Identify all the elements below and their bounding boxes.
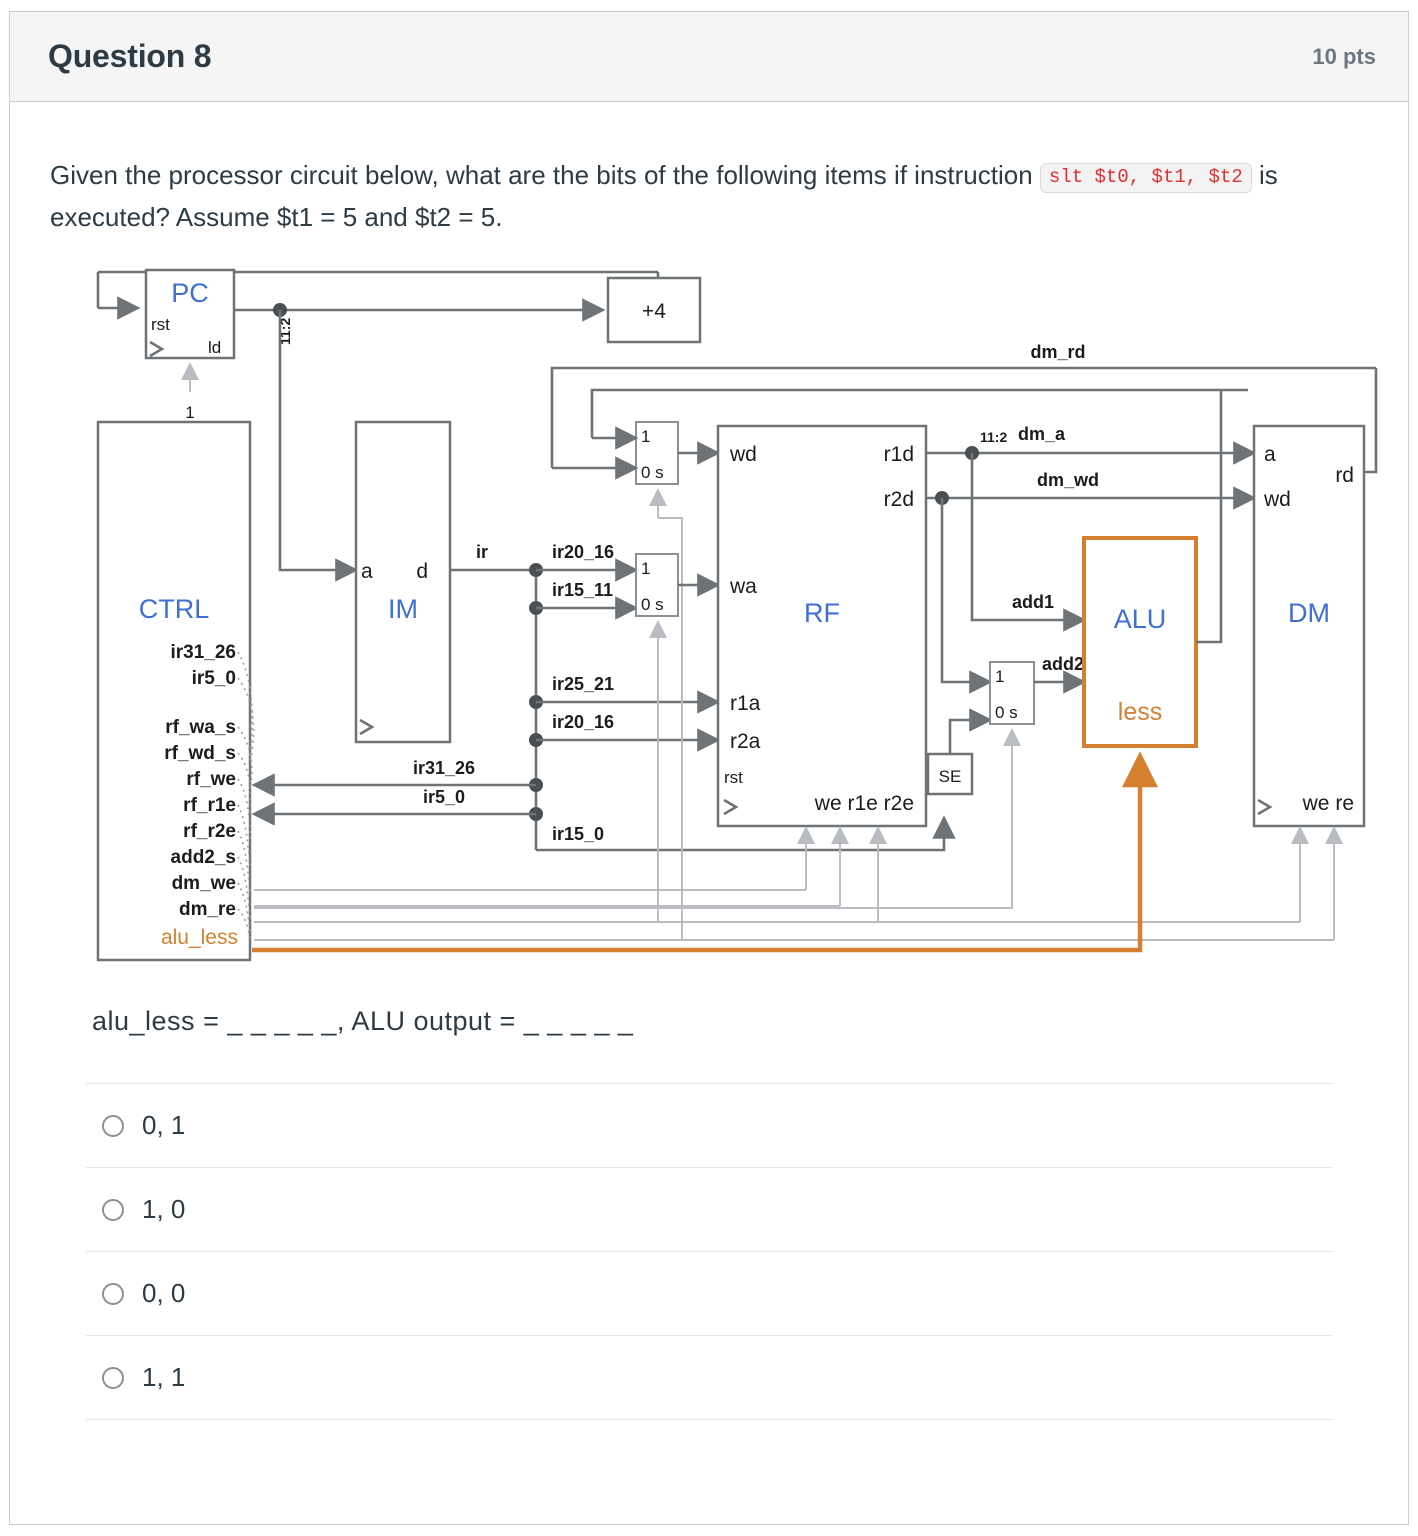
wa-mux-input-1-label: 1: [641, 559, 650, 578]
dm-enable-pins-label: we re: [1302, 792, 1354, 815]
rf-r1a-pin-label: r1a: [730, 692, 761, 715]
option-label: 1, 1: [142, 1362, 186, 1393]
dm-rd-pin-label: rd: [1335, 464, 1354, 487]
ctrl-signal-add2-s: add2_s: [171, 847, 236, 868]
question-card: Question 8 10 pts Given the processor ci…: [9, 11, 1409, 1525]
answer-prompt: alu_less = _ _ _ _ _, ALU output = _ _ _…: [92, 1006, 634, 1037]
option-label: 1, 0: [142, 1194, 186, 1225]
rf-r1d-pin-label: r1d: [884, 443, 914, 466]
wd-mux-input-0s-label: 0 s: [641, 463, 664, 482]
option-row[interactable]: 0, 1: [86, 1083, 1332, 1167]
dm-block: [1252, 424, 1366, 828]
label-ir31-26: ir31_26: [413, 758, 475, 778]
ctrl-signal-dm-re: dm_re: [179, 899, 236, 920]
ctrl-signal-rf-wd-s: rf_wd_s: [164, 743, 236, 764]
alu-block: [1082, 536, 1198, 749]
ctrl-block: [96, 420, 252, 962]
im-block-label: IM: [388, 594, 418, 624]
processor-circuit-diagram: PC rst ld 1 11:2 +4 CTRL ir31_: [58, 250, 1388, 990]
label-ir25-21: ir25_21: [552, 674, 614, 694]
plus4-block-label: +4: [642, 300, 666, 323]
rf-block: [716, 424, 928, 828]
add2-mux-input-0s-label: 0 s: [995, 703, 1018, 722]
dm-a-pin-label: a: [1264, 443, 1276, 466]
alu-less-output-label: less: [1118, 698, 1162, 726]
ctrl-signal-alu-less: alu_less: [161, 926, 238, 949]
radio-button-icon[interactable]: [102, 1114, 124, 1137]
label-dm-wd: dm_wd: [1037, 470, 1099, 490]
ctrl-signal-dm-we: dm_we: [172, 873, 236, 894]
question-text-after: is executed? Assume $t1 = 5 and $t2 = 5.: [50, 160, 1278, 233]
option-label: 0, 0: [142, 1278, 186, 1309]
ctrl-block-label: CTRL: [139, 594, 210, 624]
pc-ld-pin-label: ld: [208, 338, 221, 357]
label-dm-a: dm_a: [1018, 424, 1066, 444]
label-add2: add2: [1042, 654, 1084, 674]
label-dm-a-bits: 11:2: [980, 429, 1007, 445]
plus4-block: [606, 276, 702, 344]
option-label: 0, 1: [142, 1110, 186, 1141]
rf-wa-pin-label: wa: [729, 575, 757, 598]
alu-add2-mux: [989, 661, 1035, 726]
radio-button-icon[interactable]: [102, 1282, 124, 1305]
question-header: Question 8 10 pts: [10, 12, 1408, 102]
pc-block-label: PC: [171, 278, 209, 308]
pc-ld-constant-label: 1: [185, 403, 194, 422]
wd-mux-input-1-label: 1: [641, 427, 650, 446]
question-text: Given the processor circuit below, what …: [50, 154, 1280, 238]
ctrl-signal-ir31-26: ir31_26: [170, 642, 236, 663]
option-row[interactable]: 1, 0: [86, 1167, 1332, 1251]
rf-r2a-pin-label: r2a: [730, 730, 761, 753]
question-text-before: Given the processor circuit below, what …: [50, 160, 1033, 190]
radio-button-icon[interactable]: [102, 1366, 124, 1389]
rf-r2d-pin-label: r2d: [884, 488, 914, 511]
radio-button-icon[interactable]: [102, 1198, 124, 1221]
ir-bus-label: ir: [476, 542, 488, 562]
im-a-pin-label: a: [361, 560, 373, 583]
im-d-pin-label: d: [416, 560, 428, 583]
im-block: [354, 420, 452, 744]
ctrl-signal-ir5-0: ir5_0: [192, 668, 236, 689]
question-title: Question 8: [48, 38, 212, 74]
label-ir15-0: ir15_0: [552, 824, 604, 844]
label-ir20-16-a: ir20_16: [552, 542, 614, 562]
se-block-label: SE: [939, 767, 962, 786]
label-ir5-0: ir5_0: [423, 787, 465, 807]
dm-block-label: DM: [1288, 598, 1330, 628]
option-row[interactable]: 0, 0: [86, 1251, 1332, 1335]
ctrl-signal-rf-r2e: rf_r2e: [183, 821, 236, 842]
pc-rst-pin-label: rst: [151, 315, 170, 334]
instruction-code-chip: slt $t0, $t1, $t2: [1039, 163, 1252, 193]
label-ir20-16-b: ir20_16: [552, 712, 614, 732]
wa-mux-input-0s-label: 0 s: [641, 595, 664, 614]
label-add1: add1: [1012, 592, 1054, 612]
pc-block: [144, 268, 236, 360]
rf-wd-pin-label: wd: [729, 443, 757, 466]
rf-rst-pin-label: rst: [724, 768, 743, 787]
question-points: 10 pts: [1312, 43, 1376, 69]
question-body: Given the processor circuit below, what …: [10, 102, 1408, 1421]
rf-block-label: RF: [804, 598, 840, 628]
options-list: 0, 1 1, 0 0, 0 1, 1: [86, 1083, 1332, 1421]
ctrl-signal-rf-r1e: rf_r1e: [183, 795, 236, 816]
dm-wd-pin-label: wd: [1263, 488, 1291, 511]
option-row[interactable]: 1, 1: [86, 1335, 1332, 1421]
ctrl-signal-rf-wa-s: rf_wa_s: [165, 717, 236, 738]
add2-mux-input-1-label: 1: [995, 667, 1004, 686]
ctrl-signal-rf-we: rf_we: [186, 769, 236, 790]
rf-enable-pins-label: we r1e r2e: [814, 792, 914, 815]
label-ir15-11: ir15_11: [552, 580, 613, 600]
label-dm-rd: dm_rd: [1030, 342, 1085, 362]
alu-block-label: ALU: [1114, 604, 1167, 634]
